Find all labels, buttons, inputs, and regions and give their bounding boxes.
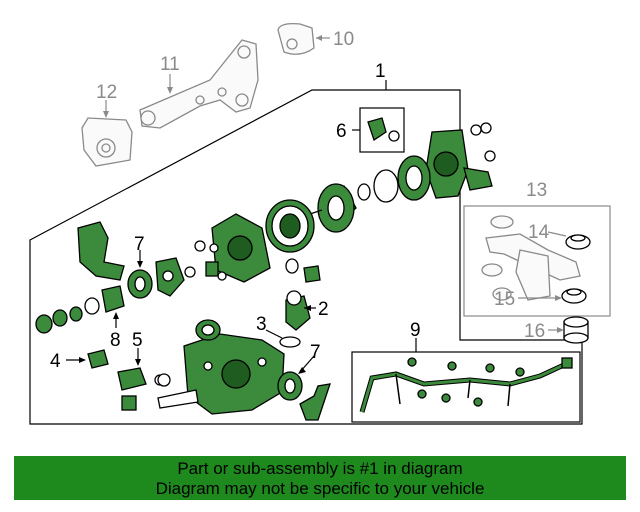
- callout-15: 15: [494, 289, 515, 310]
- mount-bracket-part-10[interactable]: [277, 22, 315, 55]
- banner-line-1: Part or sub-assembly is #1 in diagram: [177, 459, 463, 478]
- vent-valve-part-6[interactable]: [367, 117, 400, 142]
- callout-1: 1: [375, 61, 386, 82]
- leader-line-14: [547, 231, 567, 237]
- arrow-2: [304, 305, 311, 311]
- callout-2: 2: [318, 299, 329, 320]
- arrow-7b: [298, 367, 306, 374]
- output-shaft-part-8[interactable]: [84, 285, 125, 315]
- bushing-part-14[interactable]: [565, 234, 591, 250]
- harness-9-box: [351, 351, 581, 423]
- callout-12: 12: [96, 82, 117, 103]
- callout-5: 5: [132, 330, 143, 351]
- status-banner: Part or sub-assembly is #1 in diagram Di…: [14, 456, 626, 500]
- callout-4: 4: [50, 351, 61, 372]
- wire-harness-part-9[interactable]: [359, 357, 573, 413]
- arrow-12: [103, 111, 109, 118]
- assembly-1-outline: [29, 89, 583, 425]
- callout-13: 13: [526, 180, 547, 201]
- arrow-15: [555, 295, 562, 301]
- sensor-part-4[interactable]: [87, 349, 109, 369]
- arrow-8: [113, 312, 119, 319]
- callout-14: 14: [528, 222, 550, 243]
- callout-9: 9: [410, 320, 421, 341]
- banner-line-2: Diagram may not be specific to your vehi…: [155, 479, 485, 498]
- bracket-part[interactable]: [299, 383, 331, 421]
- seal-part-7-upper[interactable]: [127, 269, 153, 299]
- seal-ring-part[interactable]: [195, 319, 221, 341]
- differential-housing-part[interactable]: [157, 333, 285, 415]
- callout-6: 6: [336, 121, 347, 142]
- differential-cover-part[interactable]: [425, 122, 496, 199]
- callout-7a: 7: [134, 234, 145, 255]
- solenoid-part-2[interactable]: [285, 290, 311, 331]
- flange-part[interactable]: [155, 257, 196, 297]
- bushing-part-15[interactable]: [561, 288, 587, 304]
- leader-line-3: [265, 329, 283, 339]
- sensor-part-5[interactable]: [117, 367, 166, 411]
- parts-diagram: 10 11 12 1 13 14 15: [29, 22, 611, 425]
- callout-16: 16: [524, 321, 545, 342]
- washer-part[interactable]: [157, 373, 171, 387]
- clutch-housing-drum-part[interactable]: [265, 199, 315, 253]
- callout-3: 3: [256, 314, 267, 335]
- callout-8: 8: [110, 330, 121, 351]
- subassembly-13-box: [463, 205, 611, 317]
- ring-gear-part[interactable]: [397, 155, 431, 201]
- bearing-set-part[interactable]: [35, 306, 83, 334]
- arrow-5: [135, 359, 141, 366]
- arrow-4: [79, 357, 86, 363]
- arrow-7a: [137, 261, 143, 268]
- arrow-16: [557, 327, 564, 333]
- cover-bracket-part[interactable]: [77, 221, 125, 281]
- arrow-11: [167, 87, 173, 94]
- snap-ring-part[interactable]: [357, 169, 399, 203]
- subframe-arm-part-11[interactable]: [139, 39, 259, 129]
- transfer-housing-part[interactable]: [194, 213, 271, 283]
- arrow-10: [316, 35, 322, 41]
- bushing-part-16[interactable]: [563, 316, 589, 344]
- oring-part[interactable]: [285, 258, 321, 283]
- callout-7b: 7: [310, 342, 321, 363]
- gasket-part-3[interactable]: [279, 336, 301, 348]
- callout-10: 10: [333, 29, 354, 50]
- mount-bushing-part-12[interactable]: [81, 117, 133, 167]
- clutch-pack-part[interactable]: [309, 183, 357, 233]
- callout-11: 11: [160, 54, 180, 75]
- seal-part-7-lower[interactable]: [277, 371, 303, 401]
